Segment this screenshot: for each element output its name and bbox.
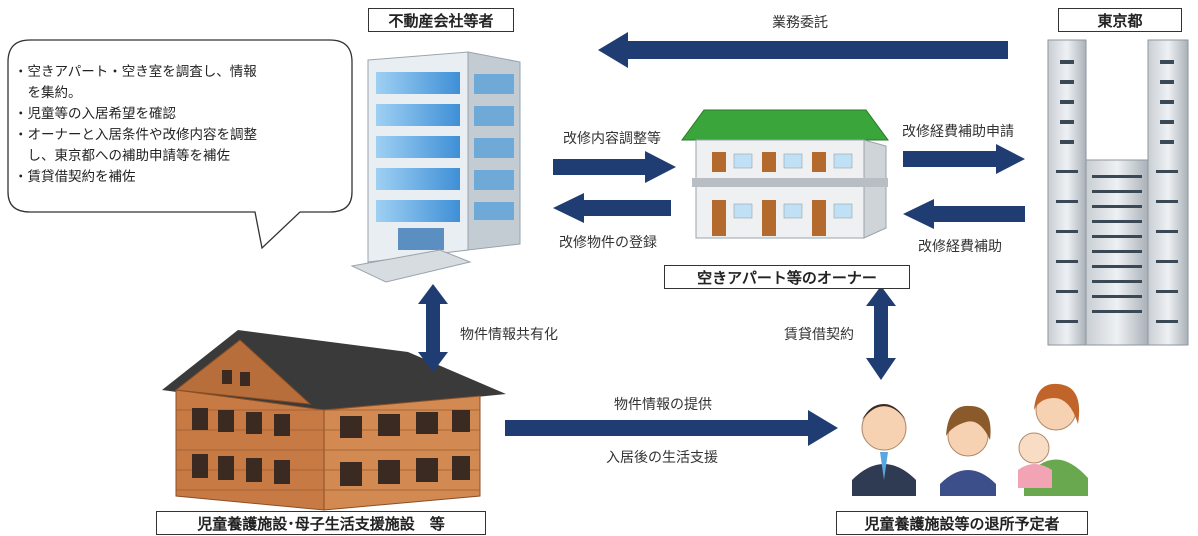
bubble-line: を集約。 (14, 85, 82, 101)
arrow-owner-to-tokyo (903, 144, 1025, 174)
office-building-illustration (350, 51, 521, 283)
apartment-illustration (681, 109, 889, 239)
arrow-owner-to-realestate (553, 193, 671, 223)
subsidy-application-label: 改修経費補助申請 (902, 124, 1014, 140)
speech-bubble-text: ・空きアパート・空き室を調査し、情報 を集約。 ・児童等の入居希望を確認 ・オー… (14, 62, 257, 188)
family-illustration (852, 383, 1088, 496)
bubble-line: ・児童等の入居希望を確認 (14, 106, 176, 122)
outsourcing-label: 業務委託 (772, 15, 828, 31)
arrows (418, 32, 1025, 446)
arrow-realestate-to-owner (553, 151, 676, 183)
facility-building-illustration (162, 330, 506, 511)
arrow-owner-leavers (866, 286, 896, 380)
bubble-line: ・空きアパート・空き室を調査し、情報 (14, 64, 257, 80)
subsidy-label: 改修経費補助 (918, 239, 1002, 255)
bubble-line: し、東京都への補助申請等を補佐 (14, 148, 230, 164)
arrow-facility-to-leavers (505, 410, 838, 446)
arrow-realestate-facility (418, 284, 448, 372)
leavers-label: 児童養護施設等の退所予定者 (836, 511, 1088, 535)
speech-bubble (7, 39, 353, 250)
renovation-adjust-label: 改修内容調整等 (563, 131, 661, 147)
arrow-tokyo-to-realestate (598, 32, 1008, 68)
info-sharing-label: 物件情報共有化 (460, 327, 558, 343)
arrow-tokyo-to-owner (903, 199, 1025, 229)
realestate-label: 不動産会社等者 (368, 8, 514, 32)
bubble-line: ・賃貸借契約を補佐 (14, 169, 136, 185)
life-support-label: 入居後の生活支援 (606, 450, 718, 466)
owner-label: 空きアパート等のオーナー (664, 265, 910, 289)
facility-label: 児童養護施設･母子生活支援施設 等 (156, 511, 486, 535)
tokyo-label: 東京都 (1058, 8, 1182, 32)
bubble-line: ・オーナーと入居条件や改修内容を調整 (14, 127, 257, 143)
property-registration-label: 改修物件の登録 (559, 235, 657, 251)
info-provision-label: 物件情報の提供 (614, 397, 712, 413)
tokyo-government-building-illustration (1047, 39, 1189, 346)
lease-contract-label: 賃貸借契約 (784, 327, 854, 343)
